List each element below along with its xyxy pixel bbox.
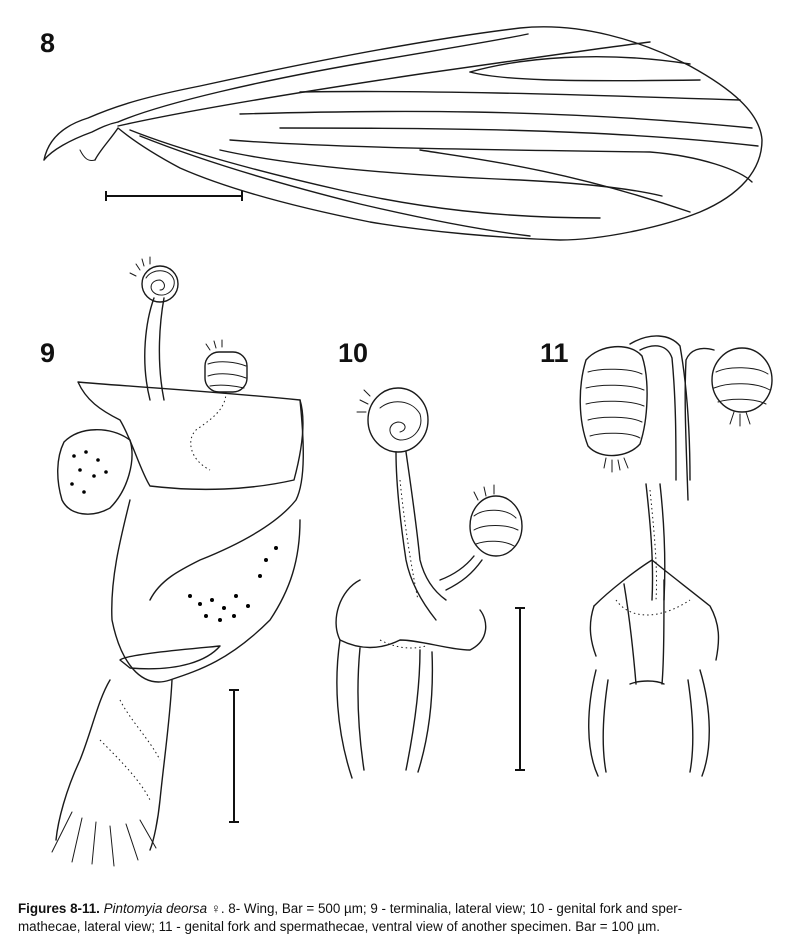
terminalia-lateral-drawing — [51, 256, 304, 867]
caption-line-1: . 8- Wing, Bar = 500 µm; 9 - terminalia,… — [220, 901, 683, 916]
wing-drawing — [43, 26, 763, 241]
caption-title: Figures 8-11. — [18, 901, 100, 916]
caption-sex-symbol: ♀ — [210, 901, 221, 916]
genital-fork-ventral-drawing — [579, 335, 773, 777]
caption-species: Pintomyia deorsa — [103, 901, 208, 916]
figure-8-label: 8 — [40, 28, 56, 58]
caption-line-2: mathecae, lateral view; 11 - genital for… — [18, 919, 660, 934]
illustration-plate — [43, 26, 773, 867]
figure-9-label: 9 — [40, 338, 56, 368]
genital-fork-lateral-drawing — [335, 387, 525, 779]
figure-10-label: 10 — [338, 338, 369, 368]
figure-11-label: 11 — [540, 338, 569, 368]
figure-caption: Figures 8-11. Pintomyia deorsa ♀. 8- Win… — [18, 900, 778, 936]
